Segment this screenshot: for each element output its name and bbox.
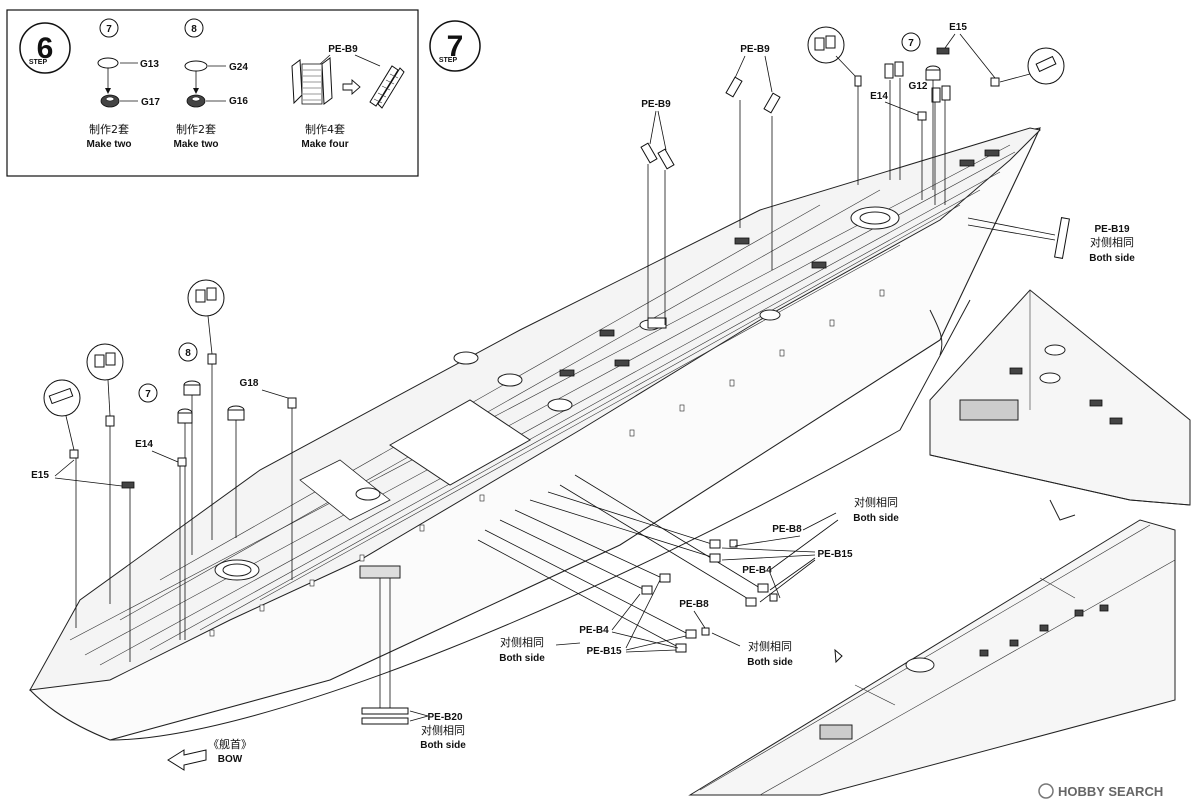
deck-hatch-small — [299, 459, 391, 521]
deck-hatch-large — [389, 399, 531, 486]
main-hull — [29, 127, 1042, 741]
deck-vents — [559, 149, 1000, 377]
step6-circle-7: 7 — [106, 24, 112, 35]
label-both-cn-mid: 对侧相同 — [500, 635, 544, 649]
pe-b9-flat-part — [291, 57, 333, 105]
circle-8-left: 8 — [185, 348, 191, 359]
make-two-cn-2: 制作2套 — [176, 123, 216, 136]
label-pe-b9-top: PE-B9 — [740, 44, 770, 55]
label-both-cn-right: 对侧相同 — [854, 495, 898, 509]
ladder-hatch — [647, 317, 667, 329]
label-pe-b9-step6: PE-B9 — [328, 44, 358, 55]
label-g12: G12 — [909, 81, 928, 92]
circle-7-left: 7 — [145, 389, 151, 400]
make-four-cn: 制作4套 — [305, 123, 345, 136]
label-bow-cn: 《舰首》 — [208, 737, 252, 751]
stern-inset-propeller — [1049, 499, 1076, 521]
watermark-text: HOBBY SEARCH — [1058, 784, 1163, 799]
label-pe-b9-center: PE-B9 — [641, 99, 671, 110]
midship-detail-inset — [688, 519, 1176, 796]
step7-badge: 7 STEP — [429, 20, 481, 72]
label-both-cn-mid2: 对侧相同 — [748, 639, 792, 653]
callout-bow-fittings: 8 7 G18 E14 E15 — [31, 279, 297, 662]
label-bow-en: BOW — [218, 754, 243, 765]
label-both-en-mid2: Both side — [747, 657, 793, 668]
callout-pe-b20: PE-B20 对侧相同 Both side — [361, 578, 466, 751]
g13-part — [97, 57, 119, 69]
step7-word: STEP — [439, 57, 458, 64]
step6-number: 6 — [37, 32, 54, 65]
callout-pe-b19: PE-B19 对侧相同 Both side — [967, 217, 1135, 264]
step6-badge: 6 STEP — [19, 22, 71, 74]
label-pe-b20-en: Both side — [420, 740, 466, 751]
bow-arrow-icon — [167, 749, 207, 771]
label-pe-b8-mid: PE-B8 — [679, 599, 709, 610]
fold-arrow-icon — [342, 79, 361, 95]
make-four-en: Make four — [301, 139, 348, 150]
circle-7-top: 7 — [908, 38, 914, 49]
label-g13: G13 — [140, 59, 159, 70]
label-g24: G24 — [229, 62, 248, 73]
label-pe-b4-right: PE-B4 — [742, 565, 772, 576]
label-pe-b15-right: PE-B15 — [817, 549, 852, 560]
hobby-search-watermark: HOBBY SEARCH — [1038, 783, 1163, 799]
label-pe-b4-mid: PE-B4 — [579, 625, 609, 636]
watermark-logo-icon — [1038, 783, 1054, 799]
pe-b9-folded-part — [369, 65, 405, 109]
label-g18: G18 — [240, 378, 259, 389]
label-pe-b15-mid: PE-B15 — [586, 646, 621, 657]
callout-side-pe-parts: 对侧相同 Both side PE-B8 PE-B15 PE-B4 PE-B8 … — [477, 474, 899, 668]
step6-column-1: 7 G13 G17 制作2套 Make two — [86, 18, 160, 150]
label-e15-left: E15 — [31, 470, 49, 481]
callout-stern-fittings: E15 7 G12 E14 — [807, 22, 1065, 205]
label-g17: G17 — [141, 97, 160, 108]
step6-panel: 6 STEP 7 G13 G17 制作2套 Make two 8 — [6, 9, 419, 177]
step6-frame — [6, 9, 419, 177]
rudder-shaft — [929, 309, 943, 356]
label-pe-b19-cn: 对侧相同 — [1090, 235, 1134, 249]
callout-pe-b9-top: PE-B9 PE-B9 — [640, 44, 781, 325]
label-pe-b8-right: PE-B8 — [772, 524, 802, 535]
step6-word: STEP — [29, 59, 48, 66]
bow-casemate — [359, 565, 401, 579]
make-two-en-2: Make two — [173, 139, 218, 150]
step7-number: 7 — [447, 30, 464, 63]
step6-column-2: 8 G24 G16 制作2套 Make two — [173, 18, 248, 150]
label-pe-b19-en: Both side — [1089, 253, 1135, 264]
stern-inset-casemate — [959, 399, 1019, 421]
make-two-en-1: Make two — [86, 139, 131, 150]
label-pe-b20: PE-B20 — [427, 712, 462, 723]
stern-inset-deck — [929, 289, 1191, 506]
step6-column-3: PE-B9 — [291, 44, 405, 150]
label-e14-top: E14 — [870, 91, 888, 102]
g24-part — [184, 60, 208, 72]
main-deck — [29, 127, 1042, 691]
label-both-en-right: Both side — [853, 513, 899, 524]
midship-inset-hull — [688, 519, 1176, 796]
label-e14-left: E14 — [135, 439, 153, 450]
label-pe-b19: PE-B19 — [1094, 224, 1129, 235]
label-g16: G16 — [229, 96, 248, 107]
step6-circle-8: 8 — [191, 24, 197, 35]
bow-indicator: 《舰首》 BOW — [167, 737, 252, 771]
make-two-cn-1: 制作2套 — [89, 123, 129, 136]
label-pe-b20-cn: 对侧相同 — [421, 723, 465, 737]
label-e15-top: E15 — [949, 22, 967, 33]
label-both-en-mid: Both side — [499, 653, 545, 664]
hull-bottom-line — [109, 299, 971, 741]
hull-portholes — [209, 289, 885, 637]
deck-planking — [69, 144, 1016, 666]
stern-detail-inset — [929, 289, 1191, 521]
